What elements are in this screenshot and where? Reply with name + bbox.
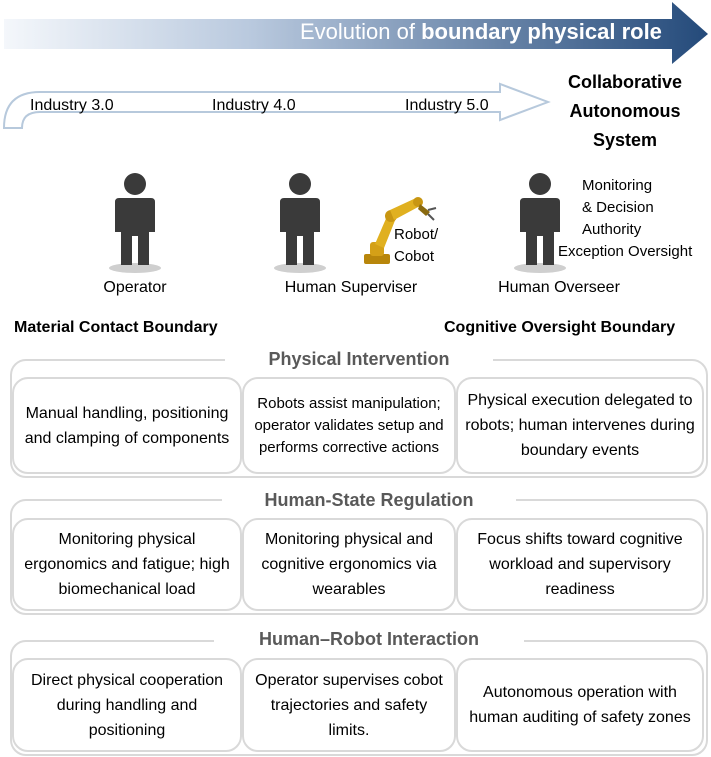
- banner-title: Evolution of boundary physical role: [300, 19, 690, 45]
- era-industry-3: Industry 3.0: [30, 97, 114, 114]
- hri-cell-industry-3: Direct physical cooperation during handl…: [12, 658, 242, 752]
- cell-text: Operator supervises cobot trajectories a…: [255, 671, 443, 739]
- authority-line-2: & Decision: [582, 199, 654, 216]
- human-state-regulation-title: Human-State Regulation: [222, 490, 516, 511]
- hri-cell-industry-5: Autonomous operation with human auditing…: [456, 658, 704, 752]
- banner-title-bold: boundary physical role: [421, 19, 662, 44]
- evolution-banner-arrow: [4, 2, 708, 64]
- robot-arm-icon: [364, 197, 437, 264]
- robot-label-line-1: Robot/: [394, 226, 439, 243]
- cell-text: Manual handling, positioning and clampin…: [24, 404, 230, 447]
- authority-line-1: Monitoring: [582, 177, 653, 194]
- human-robot-interaction-title: Human–Robot Interaction: [214, 629, 524, 650]
- robot-label-line-2: Cobot: [394, 248, 435, 265]
- banner-title-prefix: Evolution of: [300, 19, 422, 44]
- human-state-cell-industry-5: Focus shifts toward cognitive workload a…: [456, 518, 704, 611]
- authority-note: Monitoring & Decision Authority Exceptio…: [558, 175, 708, 263]
- human-state-cell-industry-3: Monitoring physical ergonomics and fatig…: [12, 518, 242, 611]
- cell-text: Focus shifts toward cognitive workload a…: [477, 531, 683, 598]
- overseer-figure-icon: [514, 173, 566, 273]
- operator-figure-icon: [109, 173, 161, 273]
- operator-label: Operator: [103, 279, 167, 296]
- cas-line-1: Collaborative: [567, 72, 683, 92]
- supervisor-label: Human Superviser: [284, 279, 418, 296]
- cell-text: Monitoring physical ergonomics and fatig…: [24, 531, 230, 598]
- overseer-label: Human Overseer: [498, 279, 620, 296]
- cas-line-2: Autonomous: [569, 101, 681, 121]
- physical-intervention-cell-industry-3: Manual handling, positioning and clampin…: [12, 377, 242, 474]
- authority-line-3: Authority: [582, 221, 642, 238]
- physical-intervention-cell-industry-4: Robots assist manipulation; operator val…: [242, 377, 456, 474]
- era-industry-4: Industry 4.0: [212, 97, 296, 114]
- cas-line-3: System: [592, 130, 658, 150]
- cell-text: Monitoring physical and cognitive ergono…: [261, 531, 437, 598]
- physical-intervention-title: Physical Intervention: [225, 349, 493, 370]
- industry-timeline-arrow: [2, 82, 551, 129]
- material-contact-boundary: Material Contact Boundary: [14, 319, 218, 336]
- cell-text: Autonomous operation with human auditing…: [469, 684, 691, 726]
- supervisor-figure-icon: [274, 173, 326, 273]
- cell-text: Direct physical cooperation during handl…: [30, 671, 224, 739]
- human-state-cell-industry-4: Monitoring physical and cognitive ergono…: [242, 518, 456, 611]
- cell-text: Robots assist manipulation; operator val…: [254, 394, 444, 456]
- collaborative-system-title: Collaborative Autonomous System: [545, 68, 705, 155]
- hri-cell-industry-4: Operator supervises cobot trajectories a…: [242, 658, 456, 752]
- cell-text: Physical execution delegated to robots; …: [465, 392, 695, 459]
- authority-line-4: Exception Oversight: [558, 243, 693, 260]
- cognitive-oversight-boundary: Cognitive Oversight Boundary: [444, 319, 676, 336]
- era-industry-5: Industry 5.0: [405, 97, 489, 114]
- physical-intervention-cell-industry-5: Physical execution delegated to robots; …: [456, 377, 704, 474]
- robot-cobot-label: Robot/ Cobot: [394, 224, 438, 268]
